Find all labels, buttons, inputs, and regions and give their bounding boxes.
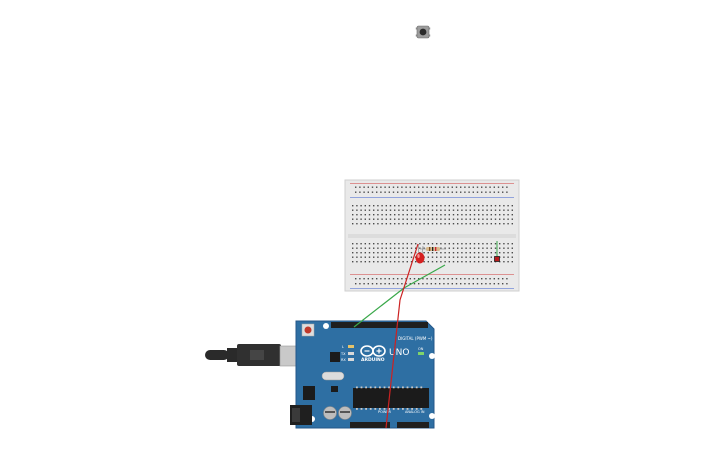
resistor-icon[interactable] (420, 247, 446, 251)
breadboard[interactable] (344, 179, 520, 292)
tx-led-label: TX (340, 352, 346, 356)
crystal (321, 371, 345, 381)
arduino-uno-board[interactable]: DIGITAL (PWM ~) ARDUINO UNO L TX RX ON (290, 320, 435, 429)
digital-header-label: DIGITAL (PWM ~) (398, 336, 433, 341)
atmega-chip (353, 388, 429, 408)
l-led-label: L (342, 345, 344, 349)
power-header-label: POWER (378, 410, 392, 414)
jumper-marker[interactable] (494, 241, 500, 262)
red-wire[interactable] (385, 243, 419, 429)
breadboard-holes (352, 186, 513, 285)
dc-jack-icon[interactable] (290, 405, 312, 425)
brand-label: ARDUINO (361, 357, 385, 363)
model-label: UNO (389, 348, 409, 358)
analog-header[interactable] (397, 422, 429, 428)
rx-led (348, 358, 354, 361)
center-channel (348, 234, 516, 238)
l-led (348, 345, 354, 348)
small-chip (331, 386, 338, 392)
voltage-regulator (303, 386, 315, 400)
led-icon[interactable] (415, 244, 425, 264)
chip-pins (356, 386, 423, 410)
usb-chip (330, 352, 340, 362)
on-led (418, 352, 424, 355)
on-led-label: ON (418, 347, 424, 351)
power-header[interactable] (350, 422, 390, 428)
digital-header[interactable] (331, 322, 428, 328)
analog-header-label: ANALOG IN (405, 410, 425, 414)
tx-led (348, 352, 354, 355)
arduino-logo-icon (360, 345, 386, 357)
pushbutton-icon[interactable] (415, 25, 431, 39)
reset-button[interactable] (301, 323, 315, 337)
rx-led-label: RX (341, 358, 346, 362)
